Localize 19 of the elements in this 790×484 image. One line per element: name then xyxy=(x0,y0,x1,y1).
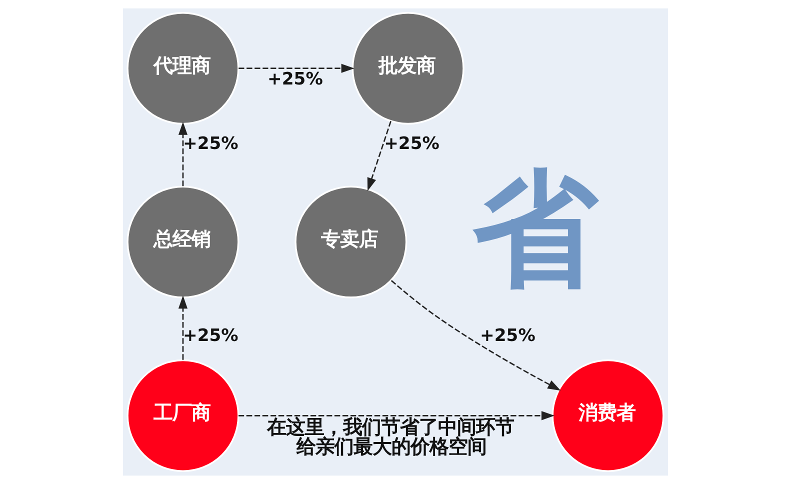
edge-label: +25% xyxy=(267,69,322,90)
edge-label: +25% xyxy=(480,326,535,346)
node-circle: 总经销 xyxy=(126,186,239,298)
edge-label: +25% xyxy=(182,326,238,346)
node-circle: 代理商 xyxy=(126,12,239,125)
node-circle: 批发商 xyxy=(351,12,464,125)
arrow xyxy=(238,64,354,73)
node-circle: 专卖店 xyxy=(294,186,407,298)
edge-label: +25% xyxy=(182,134,238,154)
edge-label: +25% xyxy=(384,134,439,154)
node-circle: 消费者 xyxy=(551,359,664,472)
edge-label: 在这里，我们节省了中间环节给亲们最大的价格空间 xyxy=(266,415,514,458)
arrow xyxy=(178,296,188,360)
node-circle: 工厂商 xyxy=(126,359,239,472)
label: 省 xyxy=(472,155,598,302)
arrow xyxy=(366,120,391,191)
arrow xyxy=(390,280,560,391)
arrow xyxy=(178,122,188,186)
arrow xyxy=(238,411,554,420)
